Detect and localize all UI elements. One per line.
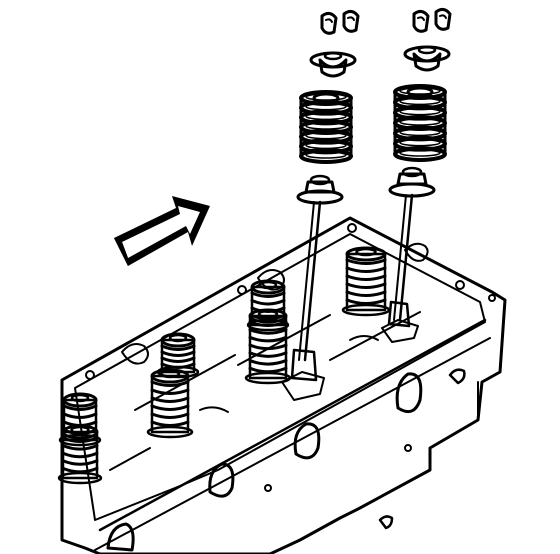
spring-coil: [61, 451, 99, 459]
spring-coil-inner: [399, 128, 441, 137]
valve-stem-right: [381, 193, 419, 343]
spring-coil: [160, 350, 196, 357]
spring-coil: [345, 290, 387, 297]
installed-valve-spring: [244, 308, 292, 385]
spring-coil: [345, 298, 387, 305]
spring-coil-inner: [305, 151, 347, 159]
port-openings: [106, 368, 466, 552]
valve-stem-tip: [258, 280, 278, 290]
valve-keepers: [320, 9, 360, 35]
spring-coil: [248, 366, 288, 374]
valve-spring: [299, 90, 353, 164]
spring-coil: [345, 266, 387, 273]
spring-seat: [246, 318, 290, 332]
spring-coil: [345, 258, 387, 265]
installed-valve-spring: [341, 246, 391, 317]
spring-coil: [248, 343, 288, 351]
spring-coil: [250, 299, 286, 306]
front-direction-arrow-icon: [114, 196, 210, 266]
spring-coil-inner: [399, 149, 441, 157]
spring-coil: [150, 412, 190, 419]
spring-coil: [61, 466, 99, 474]
spring-coil: [62, 412, 98, 419]
spring-coil: [150, 388, 190, 395]
valve-stem-left: [281, 200, 325, 401]
spring-seat: [57, 471, 103, 485]
spring-coil: [61, 444, 99, 451]
spring-coil: [160, 356, 196, 363]
spring-coil: [61, 459, 99, 466]
valve-stem-seal: [296, 174, 344, 205]
spring-top-opening: [312, 92, 340, 104]
spring-coil: [250, 291, 286, 298]
spring-coil-inner: [399, 118, 441, 126]
spring-seat: [58, 433, 102, 447]
exploded-stack-right: [388, 7, 452, 198]
spring-coil: [248, 328, 288, 335]
spring-coil-inner: [399, 138, 441, 147]
valve-spring-retainer: [403, 45, 451, 72]
valve-stem-tip: [70, 393, 90, 403]
valve-stems: [281, 193, 419, 401]
spring-coil: [248, 351, 288, 358]
installed-valve-spring: [57, 424, 103, 485]
spring-coil: [248, 335, 288, 343]
head-bolt-holes: [85, 223, 496, 492]
installed-valve-springs: [57, 246, 391, 485]
installed-valve-spring: [146, 368, 194, 439]
exploded-stack-left: [296, 9, 360, 205]
valve-stem-seal: [388, 166, 436, 198]
valve-stem-tip: [159, 369, 181, 379]
spring-coil: [150, 404, 190, 411]
valve-stem-tip: [257, 309, 279, 319]
spring-coil: [248, 320, 288, 327]
cylinder-head: [60, 216, 507, 554]
valve-keepers: [412, 7, 452, 33]
spring-coil: [248, 359, 288, 366]
spring-top-opening: [406, 86, 434, 98]
spring-coil: [61, 436, 99, 443]
spring-coil: [160, 344, 196, 351]
spring-coil: [62, 404, 98, 411]
valve-stem-tip: [168, 333, 188, 343]
spring-coil: [150, 420, 190, 427]
spring-coil-inner: [399, 97, 441, 106]
valve-stem-tip: [355, 247, 377, 257]
spring-coil: [345, 274, 387, 281]
valve-spring-retainer: [309, 51, 357, 78]
spring-coil: [345, 282, 387, 289]
valve-spring: [393, 84, 447, 162]
spring-seat: [341, 303, 391, 317]
spring-coil-inner: [399, 107, 441, 116]
spring-coil: [150, 380, 190, 387]
valve-stem-tip: [70, 425, 90, 435]
spring-coil: [150, 396, 190, 403]
spring-seat: [146, 425, 194, 439]
